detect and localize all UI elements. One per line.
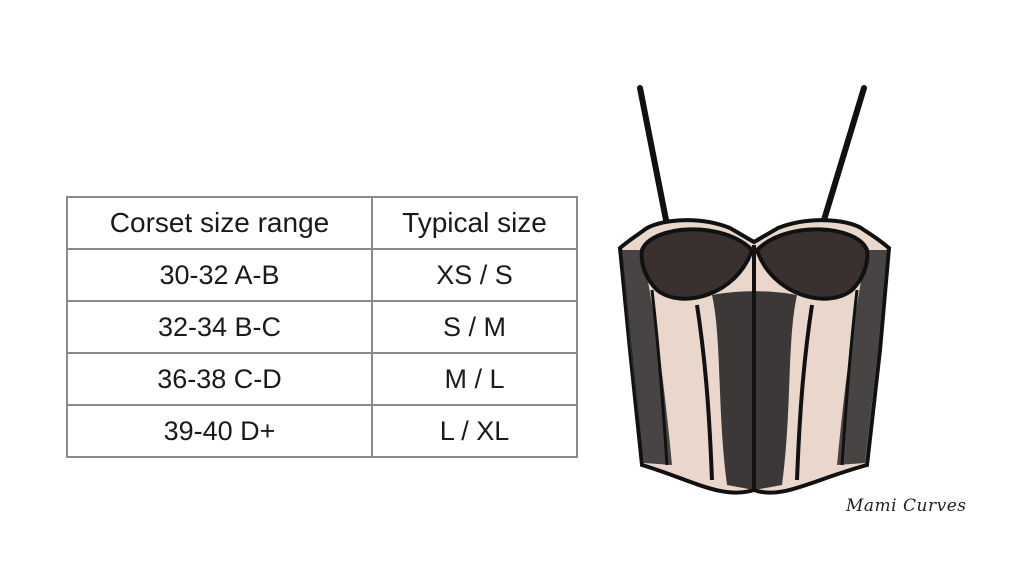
table-row: 39-40 D+ L / XL (66, 404, 578, 458)
cell-range: 36-38 C-D (66, 352, 373, 406)
table-row: 36-38 C-D M / L (66, 352, 578, 406)
cell-range: 39-40 D+ (66, 404, 373, 458)
header-corset-size-range: Corset size range (66, 196, 373, 250)
cell-size: S / M (371, 300, 578, 354)
corset-product-image (617, 85, 892, 495)
cell-size: M / L (371, 352, 578, 406)
table-row: 30-32 A-B XS / S (66, 248, 578, 302)
cell-size: L / XL (371, 404, 578, 458)
table-row: 32-34 B-C S / M (66, 300, 578, 354)
cell-size: XS / S (371, 248, 578, 302)
brand-logo: Mami Curves (846, 496, 967, 516)
size-chart-table: Corset size range Typical size 30-32 A-B… (66, 196, 578, 458)
cell-range: 32-34 B-C (66, 300, 373, 354)
table-header-row: Corset size range Typical size (66, 196, 578, 250)
cell-range: 30-32 A-B (66, 248, 373, 302)
header-typical-size: Typical size (371, 196, 578, 250)
